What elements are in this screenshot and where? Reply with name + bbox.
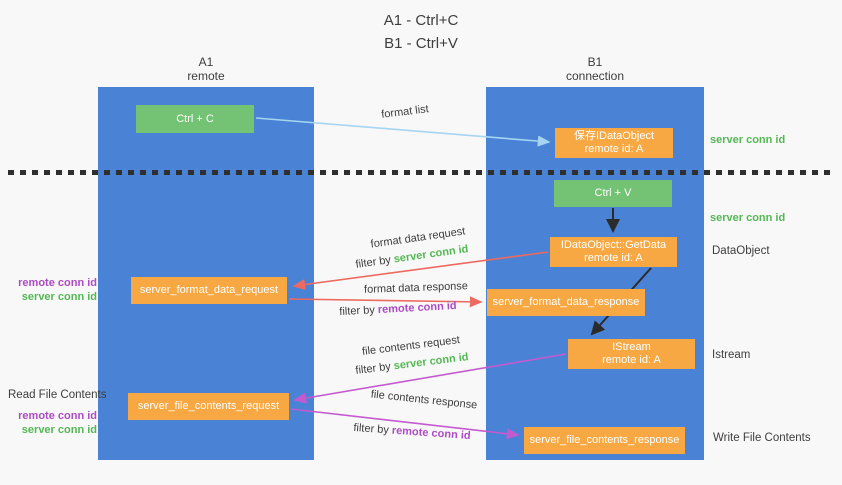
node-server-format-data-request: server_format_data_request	[131, 277, 287, 304]
read-file-contents-label: Read File Contents	[8, 389, 107, 401]
edge-label-format-list: format list	[380, 103, 430, 121]
node-server-file-contents-response-label: server_file_contents_response	[529, 434, 680, 446]
server-conn-id-top-label: server conn id	[710, 134, 786, 146]
title-line-1: A1 - Ctrl+C	[383, 12, 459, 29]
node-ctrl-c-label: Ctrl + C	[176, 112, 214, 125]
node-server-file-contents-request: server_file_contents_request	[128, 393, 289, 420]
diagram-title: A1 - Ctrl+C B1 - Ctrl+V	[0, 9, 842, 55]
lane-a-name: remote	[187, 69, 225, 83]
remote-conn-id-label: remote conn id	[18, 277, 97, 289]
node-ctrl-v-label: Ctrl + V	[594, 187, 632, 199]
node-ctrl-v: Ctrl + V	[554, 180, 672, 207]
node-server-format-data-response-label: server_format_data_response	[492, 296, 640, 308]
node-istream: IStream remote id: A	[568, 339, 695, 369]
edge-label-file-contents-response-filter: filter by remote conn id	[353, 421, 471, 443]
left-conn-id-pair-format: remote conn id server conn id	[8, 276, 97, 304]
node-istream-line1: IStream	[612, 341, 651, 353]
node-ctrl-c: Ctrl + C	[136, 105, 254, 133]
edge-label-format-data-response-filter: filter by remote conn id	[339, 299, 457, 319]
filter-key-remote-conn-id: remote conn id	[377, 299, 457, 317]
filter-key-server-conn-id: server conn id	[392, 243, 470, 266]
lane-b-id: B1	[587, 55, 603, 69]
node-save-dataobject-line2: remote id: A	[584, 143, 644, 155]
lane-a-header: A1 remote	[98, 55, 314, 83]
lane-b-header: B1 connection	[486, 55, 704, 83]
node-server-file-contents-request-label: server_file_contents_request	[137, 400, 280, 412]
server-conn-id-label: server conn id	[21, 424, 97, 436]
title-line-2: B1 - Ctrl+V	[384, 35, 458, 52]
section-divider-dotted-line	[8, 170, 834, 175]
filter-key-remote-conn-id: remote conn id	[391, 424, 471, 443]
node-server-format-data-response: server_format_data_response	[487, 289, 645, 316]
server-conn-id-mid-label: server conn id	[710, 212, 786, 224]
node-save-dataobject-line1: 保存IDataObject	[573, 130, 655, 142]
server-conn-id-label: server conn id	[21, 291, 97, 303]
node-getdata-line2: remote id: A	[584, 252, 643, 264]
remote-conn-id-label: remote conn id	[18, 410, 97, 422]
lane-a-id: A1	[198, 55, 214, 69]
edge-label-format-data-response: format data response	[363, 280, 469, 296]
filter-key-server-conn-id: server conn id	[393, 351, 470, 373]
node-server-format-data-request-label: server_format_data_request	[139, 284, 279, 296]
node-istream-line2: remote id: A	[602, 354, 661, 366]
dataobject-label: DataObject	[712, 245, 770, 257]
node-getdata-line1: IDataObject::GetData	[560, 239, 667, 251]
lane-b-name: connection	[565, 69, 625, 83]
node-save-dataobject: 保存IDataObject remote id: A	[555, 128, 673, 158]
node-getdata: IDataObject::GetData remote id: A	[550, 237, 677, 267]
left-conn-id-pair-file: remote conn id server conn id	[8, 409, 97, 437]
istream-label: Istream	[712, 349, 751, 361]
write-file-contents-label: Write File Contents	[713, 432, 811, 444]
edge-label-file-contents-response: file contents response	[370, 388, 478, 412]
node-server-file-contents-response: server_file_contents_response	[524, 427, 685, 454]
